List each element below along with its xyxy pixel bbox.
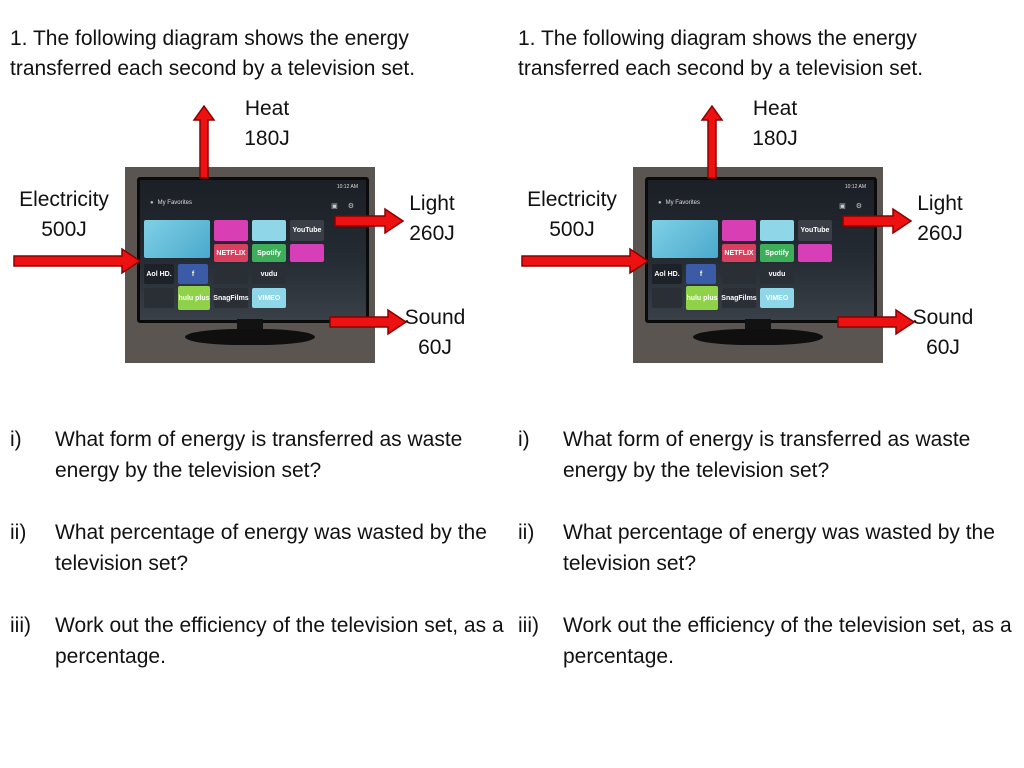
sound-name: Sound	[404, 306, 466, 329]
heat-value: 180J	[244, 127, 290, 150]
heat-value: 180J	[752, 127, 798, 150]
heat-name: Heat	[244, 97, 290, 120]
worksheet-panel-right: 1. The following diagram shows the energ…	[508, 0, 1020, 768]
heat-name: Heat	[752, 97, 798, 120]
sound-label: Sound 60J	[385, 303, 485, 363]
question-number: i)	[10, 428, 22, 451]
tile-vudu: vudu	[760, 264, 794, 284]
tile-app	[722, 264, 756, 284]
television-image: 10:12 AM My Favorites ▣ ⚙ YouTube NETFLI…	[633, 167, 883, 363]
tile-app	[144, 288, 174, 308]
tile-app	[760, 220, 794, 241]
tile-facebook: f	[686, 264, 716, 284]
heat-label: Heat 180J	[222, 94, 312, 154]
tile-hulu: hulu plus	[686, 286, 718, 310]
tile-youtube: YouTube	[798, 220, 832, 241]
electricity-name: Electricity	[527, 188, 617, 211]
electricity-arrow	[13, 247, 142, 275]
question-item: i) What form of energy is transferred as…	[10, 424, 505, 486]
question-number: iii)	[10, 614, 31, 637]
question-text: What percentage of energy was wasted by …	[563, 521, 995, 575]
sound-arrow	[837, 308, 916, 336]
tile-featured	[652, 220, 718, 258]
heat-label: Heat 180J	[730, 94, 820, 154]
sound-value: 60J	[418, 336, 452, 359]
light-value: 260J	[409, 222, 455, 245]
tv-favorites-title: My Favorites	[658, 200, 700, 206]
electricity-arrow	[521, 247, 650, 275]
question-text: Work out the efficiency of the televisio…	[563, 614, 1012, 668]
question-item: i) What form of energy is transferred as…	[518, 424, 1013, 486]
tv-favorites-title: My Favorites	[150, 200, 192, 206]
light-label: Light 260J	[892, 189, 988, 249]
sound-name: Sound	[912, 306, 974, 329]
light-name: Light	[409, 192, 455, 215]
question-text: What form of energy is transferred as wa…	[55, 428, 463, 482]
tv-screen: 10:12 AM My Favorites ▣ ⚙ YouTube NETFLI…	[645, 177, 877, 323]
question-number: i)	[518, 428, 530, 451]
tv-clock: 10:12 AM	[336, 184, 358, 190]
question-item: ii) What percentage of energy was wasted…	[518, 517, 1013, 579]
tv-screen: 10:12 AM My Favorites ▣ ⚙ YouTube NETFLI…	[137, 177, 369, 323]
tile-spotify: Spotify	[760, 244, 794, 262]
question-text: What form of energy is transferred as wa…	[563, 428, 971, 482]
question-item: iii) Work out the efficiency of the tele…	[10, 610, 505, 672]
tile-app	[214, 264, 248, 284]
tv-stand	[185, 329, 315, 345]
heat-arrow	[700, 104, 724, 179]
worksheet-panel-left: 1. The following diagram shows the energ…	[0, 0, 512, 768]
question-heading: 1. The following diagram shows the energ…	[518, 27, 924, 80]
light-name: Light	[917, 192, 963, 215]
tile-aol: Aol HD.	[652, 264, 682, 284]
tile-app	[798, 244, 832, 262]
electricity-value: 500J	[41, 218, 87, 241]
light-arrow	[334, 207, 405, 235]
tile-vimeo: VIMEO	[252, 288, 286, 308]
question-list: i) What form of energy is transferred as…	[518, 424, 1013, 703]
tv-top-icons: ▣ ⚙	[331, 203, 358, 210]
tile-snagfilms: SnagFilms	[721, 288, 757, 308]
electricity-label: Electricity 500J	[508, 185, 636, 245]
question-number: ii)	[10, 521, 27, 544]
tile-featured	[144, 220, 210, 258]
question-text: What percentage of energy was wasted by …	[55, 521, 487, 575]
question-text: Work out the efficiency of the televisio…	[55, 614, 504, 668]
tile-snagfilms: SnagFilms	[213, 288, 249, 308]
question-number: ii)	[518, 521, 535, 544]
tile-vimeo: VIMEO	[760, 288, 794, 308]
electricity-label: Electricity 500J	[0, 185, 128, 245]
tile-app	[214, 220, 248, 241]
tile-app	[252, 220, 286, 241]
tv-top-icons: ▣ ⚙	[839, 203, 866, 210]
tile-spotify: Spotify	[252, 244, 286, 262]
tile-netflix: NETFLIX	[214, 244, 248, 262]
tv-stand	[693, 329, 823, 345]
sound-arrow	[329, 308, 408, 336]
light-label: Light 260J	[384, 189, 480, 249]
question-number: iii)	[518, 614, 539, 637]
question-item: ii) What percentage of energy was wasted…	[10, 517, 505, 579]
electricity-value: 500J	[549, 218, 595, 241]
tile-youtube: YouTube	[290, 220, 324, 241]
tile-app	[652, 288, 682, 308]
sound-value: 60J	[926, 336, 960, 359]
tile-app	[722, 220, 756, 241]
electricity-name: Electricity	[19, 188, 109, 211]
light-value: 260J	[917, 222, 963, 245]
tile-netflix: NETFLIX	[722, 244, 756, 262]
question-list: i) What form of energy is transferred as…	[10, 424, 505, 703]
tile-hulu: hulu plus	[178, 286, 210, 310]
question-heading: 1. The following diagram shows the energ…	[10, 27, 416, 80]
light-arrow	[842, 207, 913, 235]
tile-aol: Aol HD.	[144, 264, 174, 284]
heat-arrow	[192, 104, 216, 179]
question-item: iii) Work out the efficiency of the tele…	[518, 610, 1013, 672]
tile-vudu: vudu	[252, 264, 286, 284]
tile-facebook: f	[178, 264, 208, 284]
tv-clock: 10:12 AM	[844, 184, 866, 190]
television-image: 10:12 AM My Favorites ▣ ⚙ YouTube NETFLI…	[125, 167, 375, 363]
sound-label: Sound 60J	[893, 303, 993, 363]
tile-app	[290, 244, 324, 262]
